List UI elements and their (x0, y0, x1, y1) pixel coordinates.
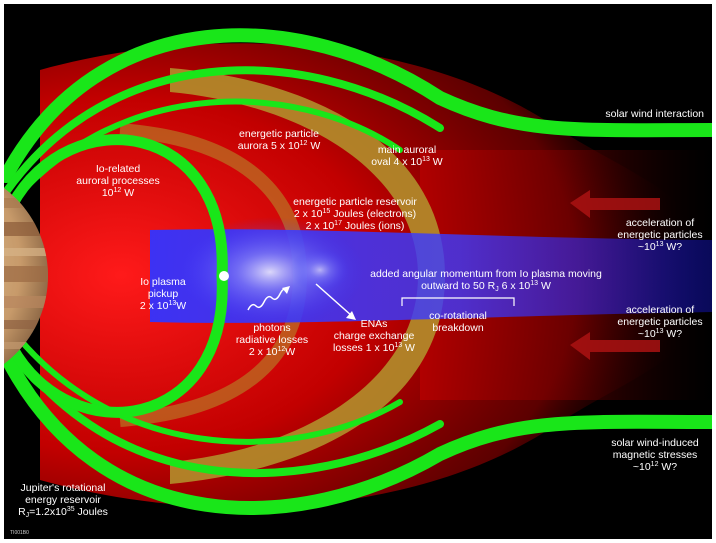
photon-wave-icon (247, 287, 289, 311)
field-line-outer-2 (4, 66, 444, 196)
field-line-outer-1 (4, 28, 712, 183)
label-rotational-energy-reservoir: Jupiter's rotational energy reservoir RJ… (18, 482, 108, 519)
corotational-bracket (401, 297, 515, 306)
label-energetic-particle-reservoir: energetic particle reservoir 2 x 1015 Jo… (293, 196, 417, 232)
label-enas-charge-exchange: ENAs charge exchange losses 1 x 1013 W (333, 318, 415, 354)
label-solar-wind-interaction: solar wind interaction (605, 108, 704, 120)
label-angular-momentum: added angular momentum from Io plasma mo… (370, 268, 602, 293)
label-corotational-breakdown: co-rotational breakdown (429, 310, 487, 334)
acceleration-arrows (570, 190, 660, 360)
field-line-outer-6 (4, 319, 403, 445)
io-moon (219, 271, 229, 281)
photon-arrow-head (282, 286, 290, 294)
field-lines (4, 28, 712, 515)
field-line-outer-4 (4, 349, 712, 515)
ena-arrow-head (346, 311, 356, 320)
ena-arrow-line (315, 283, 353, 317)
auroral-oval-band (170, 68, 445, 484)
label-main-auroral-oval: main auroral oval 4 x 1013 W (371, 144, 443, 168)
arrow-top-outward (570, 190, 660, 218)
image-frame (3, 3, 713, 540)
label-io-plasma-pickup: Io plasma pickup 2 x 1013W (139, 276, 187, 312)
label-energetic-particle-aurora: energetic particle aurora 5 x 1012 W (237, 128, 321, 152)
label-io-related: Io-related auroral processes 1012 W (76, 163, 160, 199)
label-solar-wind-induced: solar wind-induced magnetic stresses ~10… (611, 437, 699, 473)
figure-id: TI001B0 (10, 530, 29, 536)
arrow-bottom-outward (570, 332, 660, 360)
plasma-glow-secondary (290, 248, 350, 292)
label-photons-radiative-losses: photons radiative losses 2 x 1012W (235, 322, 309, 358)
label-acceleration-bottom: acceleration of energetic particles ~101… (617, 304, 703, 340)
label-acceleration-top: acceleration of energetic particles ~101… (617, 217, 703, 253)
